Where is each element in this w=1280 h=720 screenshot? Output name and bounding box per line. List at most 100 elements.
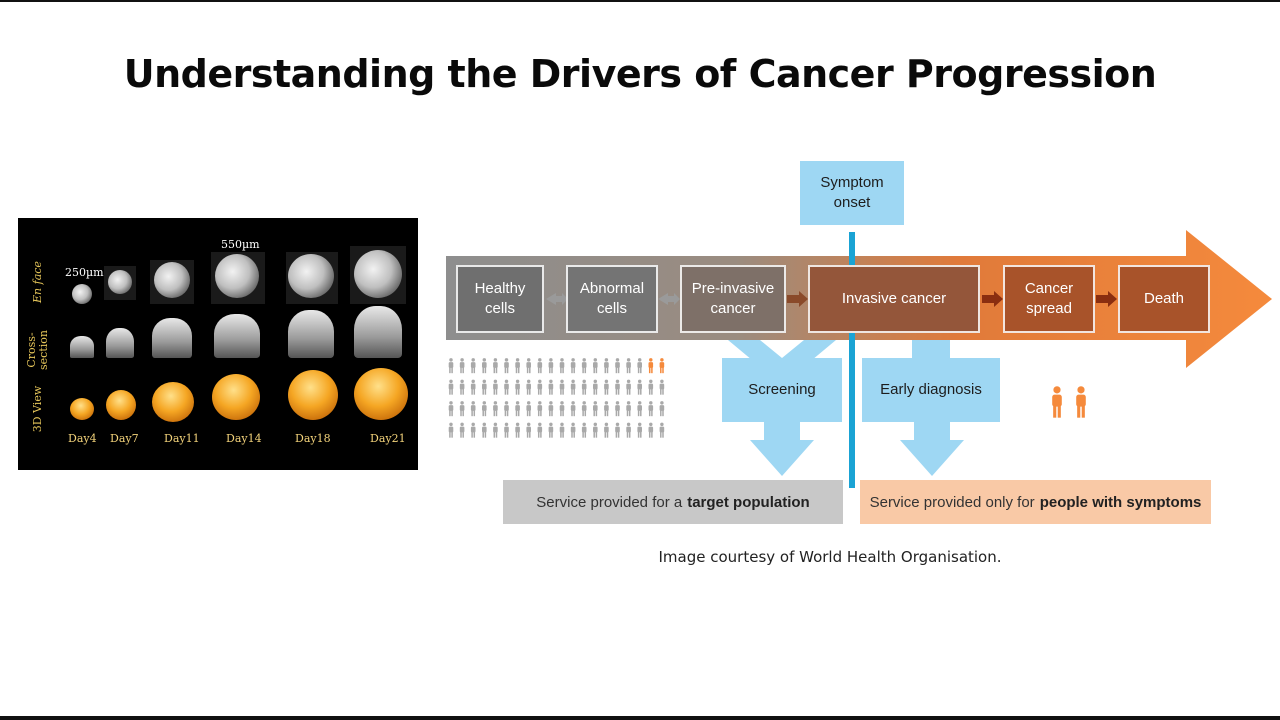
scale-label-large: 550µm — [221, 238, 260, 251]
person-icon — [581, 422, 587, 438]
person-icon — [570, 358, 576, 374]
person-icon — [615, 422, 620, 438]
spheroid-cross-day4 — [70, 336, 94, 358]
person-icon — [537, 422, 543, 438]
person-icon — [604, 401, 609, 417]
person-icon — [515, 379, 520, 395]
person-icon — [637, 379, 642, 395]
person-icon — [482, 379, 487, 395]
symptom-onset-label: Symptom onset — [800, 161, 904, 225]
service-symptoms-prefix: Service provided only for — [869, 493, 1035, 511]
person-icon — [593, 358, 598, 374]
person-icon — [459, 422, 465, 438]
symptom-onset-line — [849, 232, 855, 488]
person-icon — [470, 422, 476, 438]
service-symptoms-bold: people with symptoms — [1039, 493, 1202, 511]
person-icon — [626, 401, 631, 417]
person-icon — [515, 401, 520, 417]
person-icon — [559, 422, 565, 438]
spheroid-cross-day18 — [288, 310, 334, 358]
person-icon — [570, 401, 576, 417]
person-icon — [482, 422, 487, 438]
person-icon — [637, 422, 642, 438]
person-icon — [548, 401, 554, 417]
person-icon — [559, 379, 565, 395]
person-icon — [604, 379, 609, 395]
person-icon — [615, 358, 620, 374]
spheroid-3d-day18 — [288, 370, 338, 420]
person-icon — [504, 401, 509, 417]
person-icon — [570, 422, 576, 438]
spheroid-en-face-day18 — [288, 254, 334, 298]
early-diagnosis-funnel — [912, 340, 950, 358]
person-icon — [448, 379, 454, 395]
stage-healthy-cells: Healthy cells — [456, 265, 544, 333]
person-icon — [493, 422, 498, 438]
person-icon-symptomatic — [1076, 386, 1086, 418]
person-icon — [604, 358, 609, 374]
person-icon — [581, 358, 587, 374]
service-target-population: Service provided for a target population — [503, 480, 843, 524]
person-icon — [537, 379, 543, 395]
day-label: Day11 — [164, 432, 200, 445]
person-icon — [526, 422, 531, 438]
service-target-bold: target population — [687, 493, 810, 511]
person-icon — [648, 379, 654, 395]
person-icon — [648, 422, 654, 438]
person-icon — [615, 401, 620, 417]
person-icon — [593, 379, 598, 395]
person-icon — [515, 358, 520, 374]
person-icon — [581, 379, 587, 395]
person-icon — [504, 358, 509, 374]
person-icon — [482, 401, 487, 417]
spheroid-en-face-day7 — [108, 270, 132, 294]
stage-abnormal-cells: Abnormal cells — [566, 265, 658, 333]
stage-invasive-cancer-label: Invasive cancer — [841, 290, 947, 307]
person-icon — [504, 379, 509, 395]
person-icon — [626, 379, 631, 395]
image-credit-caption: Image courtesy of World Health Organisat… — [658, 548, 1002, 566]
spheroid-cross-day21 — [354, 306, 402, 358]
person-icon — [482, 358, 487, 374]
stage-connectors — [546, 291, 1117, 307]
person-icon — [526, 379, 531, 395]
spheroid-en-face-day4 — [72, 284, 92, 304]
person-icon — [626, 422, 631, 438]
person-icon — [659, 379, 665, 395]
spheroid-cross-day7 — [106, 328, 134, 358]
person-icon — [581, 401, 587, 417]
day-label: Day7 — [110, 432, 139, 445]
service-people-with-symptoms: Service provided only for people with sy… — [860, 480, 1211, 524]
person-icon — [570, 379, 576, 395]
spheroid-3d-day21 — [354, 368, 408, 420]
person-icon-symptomatic — [1052, 386, 1062, 418]
person-icon — [537, 358, 543, 374]
service-target-prefix: Service provided for a — [536, 493, 683, 511]
person-icon — [537, 401, 543, 417]
person-icon — [448, 358, 454, 374]
screening-funnel — [728, 340, 836, 360]
person-icon — [493, 401, 498, 417]
scale-label-small: 250µm — [65, 266, 104, 279]
person-icon — [515, 422, 520, 438]
person-icon — [648, 401, 654, 417]
person-icon — [559, 401, 565, 417]
spheroid-3d-day11 — [152, 382, 194, 422]
frame-top-border — [0, 0, 1280, 2]
person-icon — [448, 422, 454, 438]
person-icon — [526, 401, 531, 417]
person-icon — [504, 422, 509, 438]
stage-invasive-cancer: Invasive cancer — [808, 265, 980, 333]
person-icon — [559, 358, 565, 374]
person-icon — [493, 358, 498, 374]
person-icon — [470, 358, 476, 374]
person-icon — [604, 422, 609, 438]
screening-box: Screening — [722, 358, 842, 422]
spheroid-3d-day4 — [70, 398, 94, 420]
person-icon — [626, 358, 631, 374]
person-icon — [615, 379, 620, 395]
person-icon — [526, 358, 531, 374]
person-icon — [548, 358, 554, 374]
screening-down-arrow — [750, 422, 814, 476]
